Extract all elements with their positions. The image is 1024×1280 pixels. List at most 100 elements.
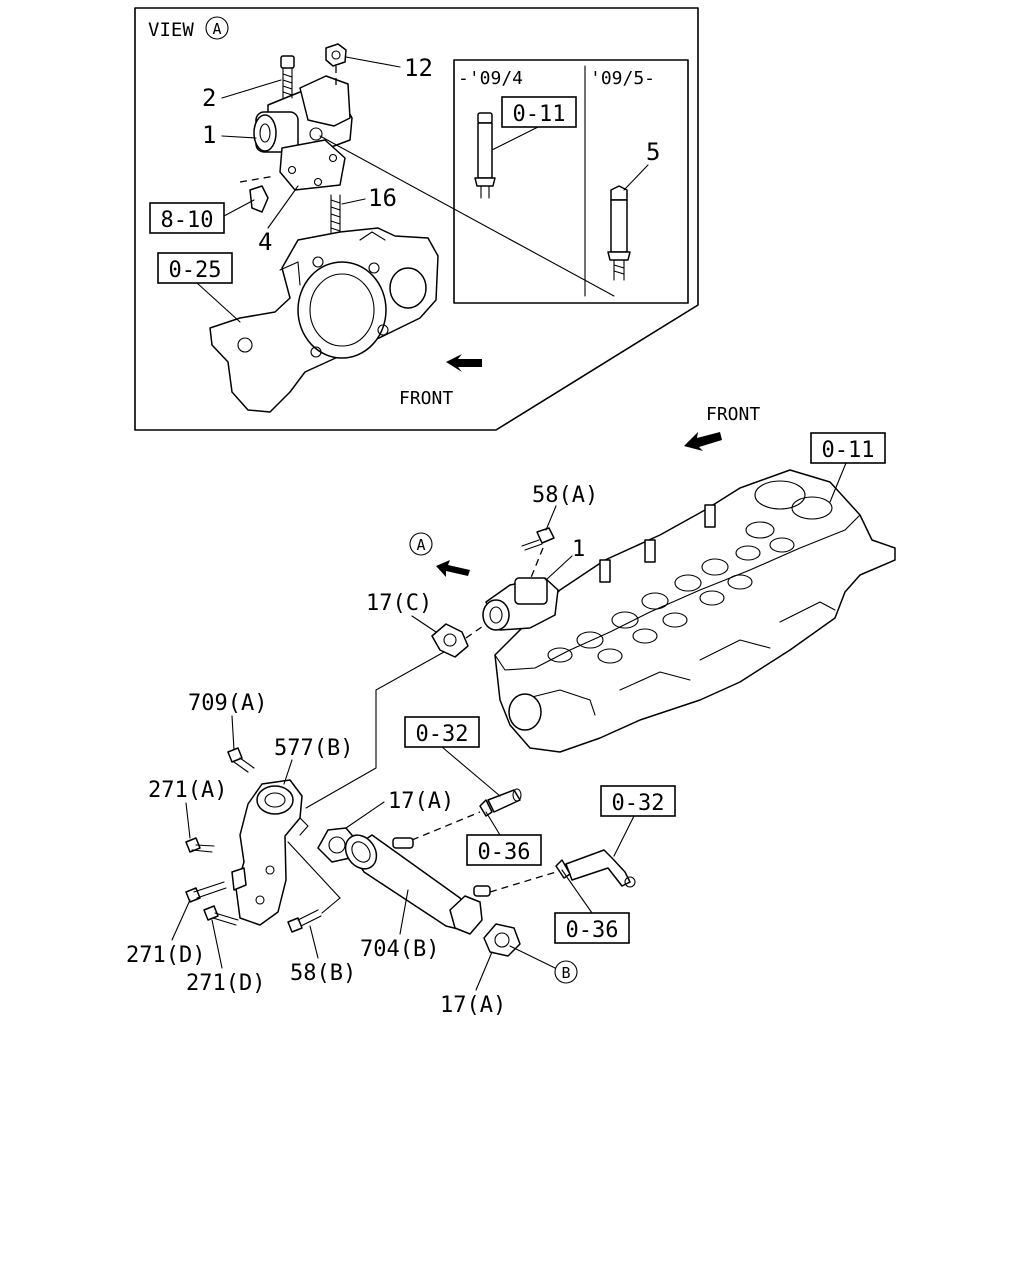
bolt-58b-drawing bbox=[287, 841, 341, 933]
inset-leader-8-10 bbox=[223, 199, 255, 217]
main-assembly: FRONT bbox=[126, 404, 896, 1018]
inset-label-4: 4 bbox=[258, 228, 272, 256]
bolt-271d-1-drawing bbox=[185, 881, 227, 903]
main-view-arrow bbox=[436, 560, 470, 577]
manifold-housing-drawing bbox=[209, 227, 439, 413]
leader-ref-clip-a bbox=[485, 811, 501, 836]
main-ref-clip-a: 0-36 bbox=[478, 840, 531, 865]
label-271d-2: 271(D) bbox=[186, 971, 265, 996]
old-version-bolt bbox=[474, 112, 496, 199]
main-ref-pipe-a-box bbox=[404, 716, 480, 748]
inset-view-marker-circle bbox=[205, 16, 229, 40]
leader-271d-2 bbox=[211, 919, 223, 969]
leader-704b bbox=[399, 889, 409, 935]
inset-ref-0-25: 0-25 bbox=[169, 258, 222, 283]
main-ref-head-box bbox=[810, 432, 886, 464]
subpanel-right-header: '09/5- bbox=[590, 68, 655, 89]
egr-valve-drawing bbox=[253, 75, 353, 191]
main-b-marker: B bbox=[561, 964, 570, 982]
version-subpanel: -'09/4 '09/5- 0-11 5 bbox=[453, 59, 689, 304]
inset-front-label: FRONT bbox=[399, 388, 453, 409]
leader-ref-clip-b bbox=[561, 869, 593, 914]
label-58a: 58(A) bbox=[532, 483, 598, 508]
main-ref-clip-a-box bbox=[466, 834, 542, 866]
leader-1 bbox=[545, 555, 573, 581]
nut-12-drawing bbox=[325, 43, 347, 90]
inset-label-16: 16 bbox=[368, 184, 397, 212]
label-17a-top: 17(A) bbox=[388, 789, 454, 814]
inset-ref-8-10: 8-10 bbox=[161, 208, 214, 233]
leader-17a-top bbox=[345, 801, 385, 829]
subpanel-left-header: -'09/4 bbox=[458, 68, 523, 89]
inset-ref-8-10-box bbox=[149, 202, 225, 234]
main-ref-pipe-b-box bbox=[600, 785, 676, 817]
label-271a: 271(A) bbox=[148, 778, 227, 803]
main-b-marker-circle bbox=[554, 960, 578, 984]
label-17c: 17(C) bbox=[366, 591, 432, 616]
main-connector-line bbox=[305, 651, 445, 809]
leader-b-marker bbox=[509, 945, 556, 969]
main-ref-head: 0-11 bbox=[822, 438, 875, 463]
new-version-bolt bbox=[607, 185, 631, 281]
hose-b-drawing bbox=[555, 849, 636, 888]
inset-leader-12 bbox=[345, 56, 401, 68]
label-17a-bottom: 17(A) bbox=[440, 993, 506, 1018]
inset-panel: VIEW A bbox=[134, 7, 699, 431]
inset-leader-1 bbox=[221, 135, 257, 139]
inset-leader-0-25 bbox=[196, 282, 241, 323]
hose-a-dash bbox=[411, 811, 481, 841]
inset-title: VIEW bbox=[148, 19, 194, 41]
label-1: 1 bbox=[572, 537, 585, 562]
leader-17c bbox=[411, 615, 437, 633]
main-view-marker: A bbox=[416, 536, 425, 554]
main-view-marker-circle bbox=[409, 532, 433, 556]
label-709a: 709(A) bbox=[188, 691, 267, 716]
label-577b: 577(B) bbox=[274, 736, 353, 761]
stud-16-drawing bbox=[330, 194, 341, 239]
main-ref-clip-b-box bbox=[554, 912, 630, 944]
inset-leader-long bbox=[319, 135, 615, 297]
leader-58a bbox=[545, 505, 557, 531]
inset-ref-0-25-box bbox=[157, 252, 233, 284]
hose-a-drawing bbox=[479, 788, 522, 817]
subpanel-item-5: 5 bbox=[646, 138, 660, 166]
bracket-577b-drawing bbox=[231, 779, 309, 926]
leader-271a bbox=[185, 802, 191, 839]
main-ref-clip-b: 0-36 bbox=[566, 918, 619, 943]
bolt-58a-drawing bbox=[521, 527, 555, 581]
gasket-dash bbox=[239, 175, 276, 183]
inset-leader-4 bbox=[267, 185, 299, 229]
inset-label-2: 2 bbox=[202, 84, 216, 112]
bolt-709a-drawing bbox=[227, 747, 255, 773]
bolt-271d-2-drawing bbox=[203, 905, 239, 926]
leader-271d-1 bbox=[171, 899, 191, 941]
gasket-17a-bottom-drawing bbox=[483, 923, 521, 957]
inset-label-12: 12 bbox=[404, 54, 433, 82]
bolt-2-drawing bbox=[280, 55, 295, 99]
main-front-label: FRONT bbox=[706, 404, 760, 425]
gasket-17c-drawing bbox=[431, 623, 487, 658]
clip-8-10-drawing bbox=[249, 185, 269, 213]
main-egr-valve-drawing bbox=[482, 577, 559, 631]
leader-ref-pipe-b bbox=[613, 815, 635, 857]
subpanel-ref-0-11: 0-11 bbox=[513, 102, 566, 127]
main-front-arrow bbox=[684, 432, 722, 451]
subpanel-ref-0-11-box bbox=[501, 96, 577, 128]
leader-ref-head bbox=[829, 462, 847, 503]
label-271d-1: 271(D) bbox=[126, 943, 205, 968]
inset-view-marker: A bbox=[212, 20, 221, 38]
inset-label-1: 1 bbox=[202, 121, 216, 149]
label-704b: 704(B) bbox=[360, 937, 439, 962]
main-ref-pipe-b: 0-32 bbox=[612, 791, 665, 816]
inset-front-arrow bbox=[446, 354, 482, 372]
leader-58b bbox=[309, 925, 319, 959]
cylinder-head-drawing bbox=[494, 469, 896, 753]
hose-b-dash bbox=[489, 871, 557, 893]
leader-ref-pipe-a bbox=[441, 746, 501, 797]
label-58b: 58(B) bbox=[290, 961, 356, 986]
main-ref-pipe-a: 0-32 bbox=[416, 722, 469, 747]
inset-leader-2 bbox=[221, 79, 282, 99]
pipe-704b-drawing bbox=[344, 834, 491, 935]
leader-577b bbox=[283, 759, 293, 785]
